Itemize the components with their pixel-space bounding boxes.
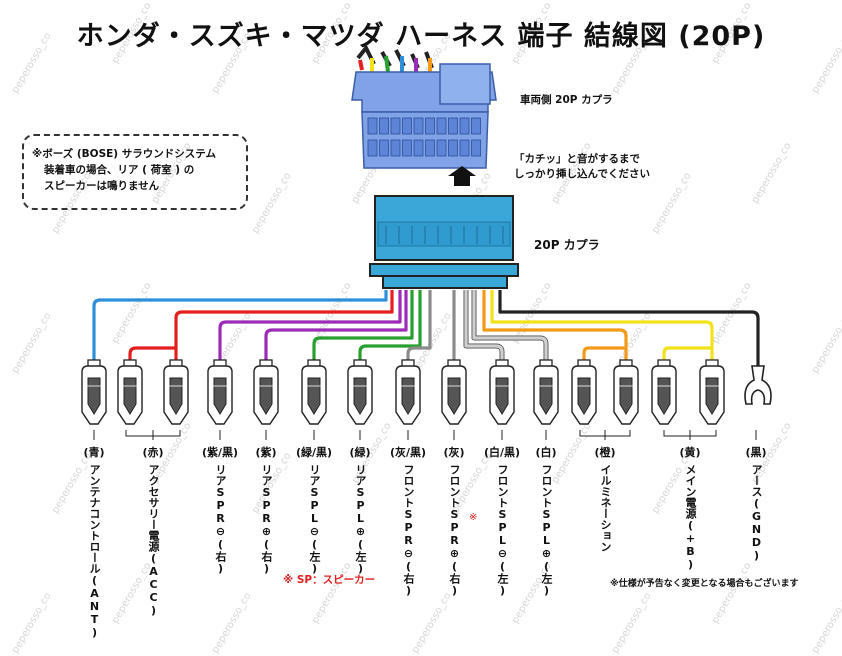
watermark-text: peperosso_co bbox=[10, 590, 54, 656]
terminal-icon bbox=[395, 359, 421, 425]
terminal-icon bbox=[207, 359, 233, 425]
wire-color-label: (黄) bbox=[679, 446, 701, 459]
wire-color-label: (白/黒) bbox=[483, 446, 521, 459]
wire bbox=[406, 290, 432, 368]
wire-color-label: (紫/黒) bbox=[201, 446, 239, 459]
vehicle-coupler-icon bbox=[351, 44, 497, 169]
wire bbox=[92, 290, 388, 368]
terminal-function-label: アース(GND) bbox=[750, 464, 763, 562]
watermark-text: peperosso_co bbox=[410, 590, 454, 656]
terminal-function-label: リアSPR⊕(右) bbox=[260, 464, 273, 575]
terminal-function-label: フロントSPL⊖(左) bbox=[496, 464, 509, 597]
wire-color-label: (橙) bbox=[594, 446, 616, 459]
terminal-icon bbox=[533, 359, 559, 425]
terminal-function-label: リアSPR⊖(右) bbox=[214, 464, 227, 575]
wire-color-label: (青) bbox=[83, 446, 105, 459]
wire bbox=[264, 290, 408, 368]
terminal-icon bbox=[489, 359, 515, 425]
wire bbox=[312, 290, 414, 368]
terminal-group bbox=[81, 359, 772, 425]
wire bbox=[464, 290, 504, 368]
wire-color-label: (紫) bbox=[255, 446, 277, 459]
terminal-icon bbox=[301, 359, 327, 425]
click-note-1: 「カチッ」と音がするまで bbox=[514, 153, 640, 165]
sp-asterisk: ※ bbox=[469, 512, 478, 523]
terminal-function-label: リアSPL⊖(左) bbox=[308, 464, 321, 575]
terminal-icon bbox=[613, 359, 639, 425]
bose-note: ※ボーズ (BOSE) サラウンドシステム 装着車の場合、リア ( 荷室 ) の… bbox=[22, 134, 248, 210]
wire bbox=[490, 290, 714, 368]
watermark-text: peperosso_co bbox=[210, 590, 254, 656]
terminal-function-label: アンテナコントロール(ANT) bbox=[88, 464, 101, 639]
terminal-icon bbox=[81, 359, 107, 425]
terminal-icon bbox=[253, 359, 279, 425]
wire-color-label: (白) bbox=[535, 446, 557, 459]
wire-color-label: (灰/黒) bbox=[389, 446, 427, 459]
wire-group bbox=[92, 290, 760, 368]
terminal-function-label: フロントSPR⊕(右) bbox=[448, 464, 461, 597]
insert-arrow-icon bbox=[448, 166, 476, 186]
bose-note-line3: スピーカーは鳴りません bbox=[44, 180, 160, 192]
terminal-icon bbox=[651, 359, 677, 425]
coupler-20p-label: 20P カプラ bbox=[534, 238, 600, 252]
terminal-icon bbox=[163, 359, 189, 425]
terminal-function-label: アクセサリー電源(ACC) bbox=[147, 464, 160, 617]
page-title: ホンダ・スズキ・マツダ ハーネス 端子 結線図 (20P) bbox=[76, 21, 766, 52]
wire bbox=[358, 290, 422, 368]
terminal-icon bbox=[347, 359, 373, 425]
wire-color-label: (緑/黒) bbox=[295, 446, 333, 459]
sp-note: ※ SP：スピーカー bbox=[283, 574, 376, 586]
terminal-function-label: メイン電源(+B) bbox=[684, 464, 697, 571]
bose-note-line1: ※ボーズ (BOSE) サラウンドシステム bbox=[32, 148, 216, 160]
watermark-text: peperosso_co bbox=[610, 590, 654, 656]
terminal-function-label: イルミネーション bbox=[599, 464, 612, 552]
ground-terminal-icon bbox=[744, 365, 772, 405]
wire bbox=[218, 290, 402, 368]
wire-color-label: (赤) bbox=[142, 446, 164, 459]
terminal-function-label: フロントSPL⊕(左) bbox=[540, 464, 553, 597]
harness-coupler-20p bbox=[369, 195, 519, 289]
terminal-icon bbox=[699, 359, 725, 425]
footer-note: ※仕様が予告なく変更となる場合もございます bbox=[610, 579, 799, 589]
wire-color-label: (灰) bbox=[443, 446, 465, 459]
wire-color-label: (緑) bbox=[349, 446, 371, 459]
wire-color-label: (黒) bbox=[745, 446, 767, 459]
wire bbox=[472, 290, 548, 368]
vehicle-coupler-label: 車両側 20P カプラ bbox=[520, 94, 613, 106]
terminal-icon bbox=[117, 359, 143, 425]
pair-brackets bbox=[125, 430, 717, 437]
terminal-icon bbox=[571, 359, 597, 425]
click-note-2: しっかり挿し込んでください bbox=[514, 168, 650, 180]
wire bbox=[498, 290, 760, 368]
wire bbox=[482, 290, 628, 368]
wiring-diagram bbox=[81, 44, 772, 440]
terminal-function-label: リアSPL⊕(左) bbox=[354, 464, 367, 575]
bose-note-line2: 装着車の場合、リア ( 荷室 ) の bbox=[44, 164, 195, 176]
terminal-icon bbox=[441, 359, 467, 425]
terminal-function-label: フロントSPR⊖(右) bbox=[402, 464, 415, 597]
watermark-text: peperosso_co bbox=[810, 590, 842, 656]
